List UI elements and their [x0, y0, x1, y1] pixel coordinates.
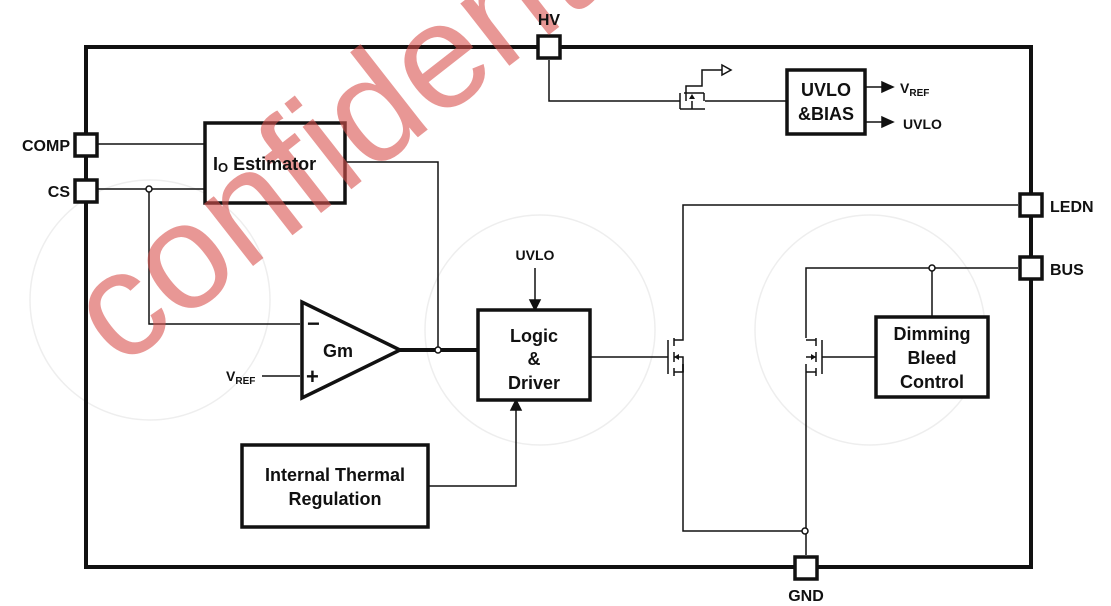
bleed-nmos-arrow — [811, 354, 816, 360]
pin-label-comp: COMP — [22, 138, 70, 155]
minus-sign: − — [307, 311, 320, 336]
logic-label-line2: & — [528, 349, 541, 369]
thermal-label-line1: Internal Thermal — [265, 465, 405, 485]
dimming-label-line2: Bleed — [907, 348, 956, 368]
thermal-block — [240, 443, 430, 529]
uvlo-in-label: UVLO — [516, 247, 555, 263]
pin-cs — [73, 178, 99, 204]
thermal-label-line2: Regulation — [289, 489, 382, 509]
pin-label-ledn: LEDN — [1050, 199, 1094, 216]
dimming-block — [874, 315, 990, 399]
uvlo-out-arrow — [881, 115, 895, 129]
io-estimator-block — [203, 121, 347, 205]
logic-driver-block — [476, 308, 592, 402]
main-nmos-arrow — [674, 354, 679, 360]
watermark: confidential — [36, 0, 737, 395]
pmos-arrow — [689, 94, 695, 99]
gm-amplifier — [300, 299, 404, 401]
pin-label-cs: CS — [48, 184, 71, 201]
pin-hv — [536, 34, 562, 60]
uvlo-bias-block — [785, 68, 867, 136]
pin-label-bus: BUS — [1050, 262, 1084, 279]
pin-gnd — [793, 555, 819, 581]
io-estimator-label: IO Estimator — [213, 154, 316, 175]
uvlo-bias-label-line1: UVLO — [801, 80, 851, 100]
pin-ledn — [1018, 192, 1044, 218]
vref-in-label: VREF — [226, 368, 255, 387]
vref-out-label: VREF — [900, 80, 929, 99]
thermal-in-arrow — [509, 398, 523, 411]
junctions — [145, 185, 936, 535]
uvlo-bias-label-line2: &BIAS — [798, 104, 854, 124]
watermark-text: confidential — [36, 0, 737, 395]
logic-label-line1: Logic — [510, 326, 558, 346]
dimming-label-line1: Dimming — [893, 324, 970, 344]
hv-open-arrow — [721, 63, 733, 77]
uvlo-in-arrow — [528, 299, 542, 312]
pin-comp — [73, 132, 99, 158]
pin-bus — [1018, 255, 1044, 281]
vref-out-arrow — [881, 80, 895, 94]
pin-label-hv: HV — [538, 12, 561, 29]
pins — [73, 34, 1044, 581]
dimming-label-line3: Control — [900, 372, 964, 392]
uvlo-out-label: UVLO — [903, 116, 942, 132]
arrowheads — [509, 80, 895, 411]
wires — [98, 60, 1018, 555]
gm-label: Gm — [323, 341, 353, 361]
startup-pmos — [679, 92, 705, 110]
pin-label-gnd: GND — [788, 588, 824, 605]
logic-label-line3: Driver — [508, 373, 560, 393]
plus-sign: + — [306, 364, 319, 389]
